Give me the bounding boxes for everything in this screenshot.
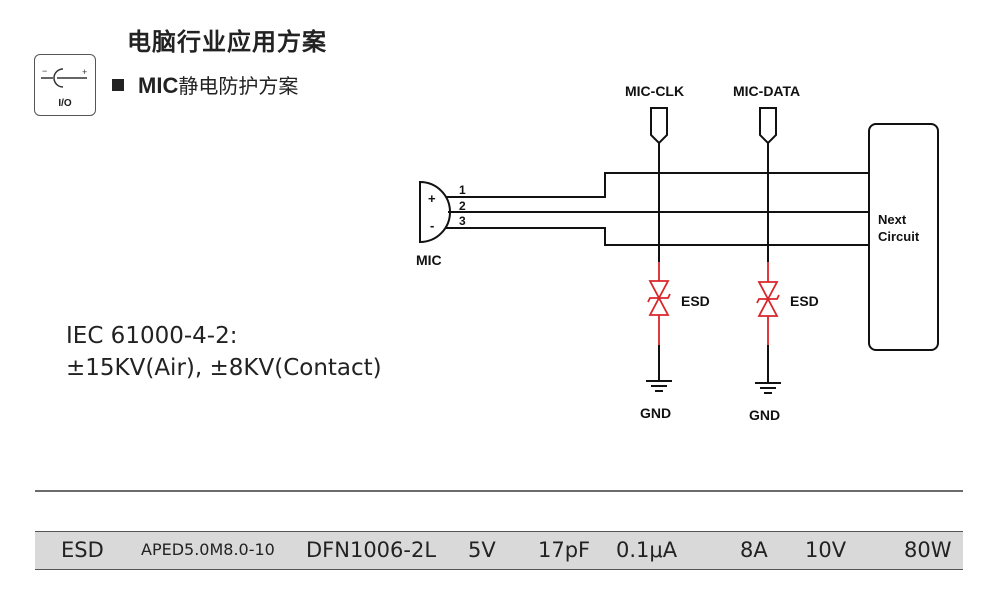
ground-icon xyxy=(755,382,781,394)
mic-clk-label: MIC-CLK xyxy=(625,83,684,99)
page-title: 电脑行业应用方案 xyxy=(127,28,327,56)
io-icon-box: − + xyxy=(34,54,96,116)
spec-table-row: ESD APED5.0M8.0-10 DFN1006-2L 5V 17pF 0.… xyxy=(35,531,963,570)
iec-standard-line1: IEC 61000-4-2: xyxy=(66,323,238,349)
cell-vrwm: 5V xyxy=(468,538,496,562)
io-minus: − xyxy=(42,66,47,76)
io-plus: + xyxy=(82,67,87,77)
cell-package: DFN1006-2L xyxy=(306,538,437,562)
cell-vc: 10V xyxy=(805,538,847,562)
cell-ppk: 80W xyxy=(904,538,952,562)
square-bullet-icon xyxy=(112,78,124,91)
esd-diode-icon xyxy=(647,262,671,345)
cell-leakage: 0.1μA xyxy=(616,538,678,562)
iec-standard: IEC 61000-4-2: ±15KV(Air), ±8KV(Contact) xyxy=(66,320,382,384)
pin-3: 3 xyxy=(459,214,466,228)
next-circuit-box xyxy=(868,123,939,351)
esd-label-1: ESD xyxy=(681,293,710,309)
mic-plus: + xyxy=(428,191,436,206)
cell-ipp: 8A xyxy=(740,538,768,562)
mic-data-connector xyxy=(759,107,777,145)
subtitle-mic: MIC xyxy=(138,73,179,98)
io-label: I/O xyxy=(58,98,72,109)
esd-label-2: ESD xyxy=(790,293,819,309)
section-divider xyxy=(35,490,963,492)
esd-diode-icon xyxy=(756,262,780,345)
mic-label: MIC xyxy=(416,252,442,268)
mic-minus: - xyxy=(430,218,434,233)
cell-type: ESD xyxy=(61,538,104,562)
section-subtitle: MIC静电防护方案 xyxy=(112,70,298,99)
iec-standard-line2: ±15KV(Air), ±8KV(Contact) xyxy=(66,355,382,381)
wire-1 xyxy=(446,172,869,198)
next-circuit-label-2: Circuit xyxy=(878,229,920,244)
mic-esd-schematic: + - MIC 1 2 3 MIC-CLK MIC-DATA Next Circ… xyxy=(416,83,939,423)
next-circuit-label-1: Next xyxy=(878,212,907,227)
ground-icon xyxy=(646,380,672,392)
cell-part-number: APED5.0M8.0-10 xyxy=(141,540,275,559)
mic-symbol xyxy=(419,180,451,244)
gnd-label-1: GND xyxy=(640,405,671,421)
pin-1: 1 xyxy=(459,183,466,197)
mic-jack-icon: − + xyxy=(41,66,87,88)
cell-capacitance: 17pF xyxy=(538,538,591,562)
mic-clk-connector xyxy=(650,107,668,145)
wire-3 xyxy=(446,227,869,246)
subtitle-text: 静电防护方案 xyxy=(178,74,299,98)
pin-2: 2 xyxy=(459,199,466,213)
mic-data-label: MIC-DATA xyxy=(733,83,800,99)
gnd-label-2: GND xyxy=(749,407,780,423)
